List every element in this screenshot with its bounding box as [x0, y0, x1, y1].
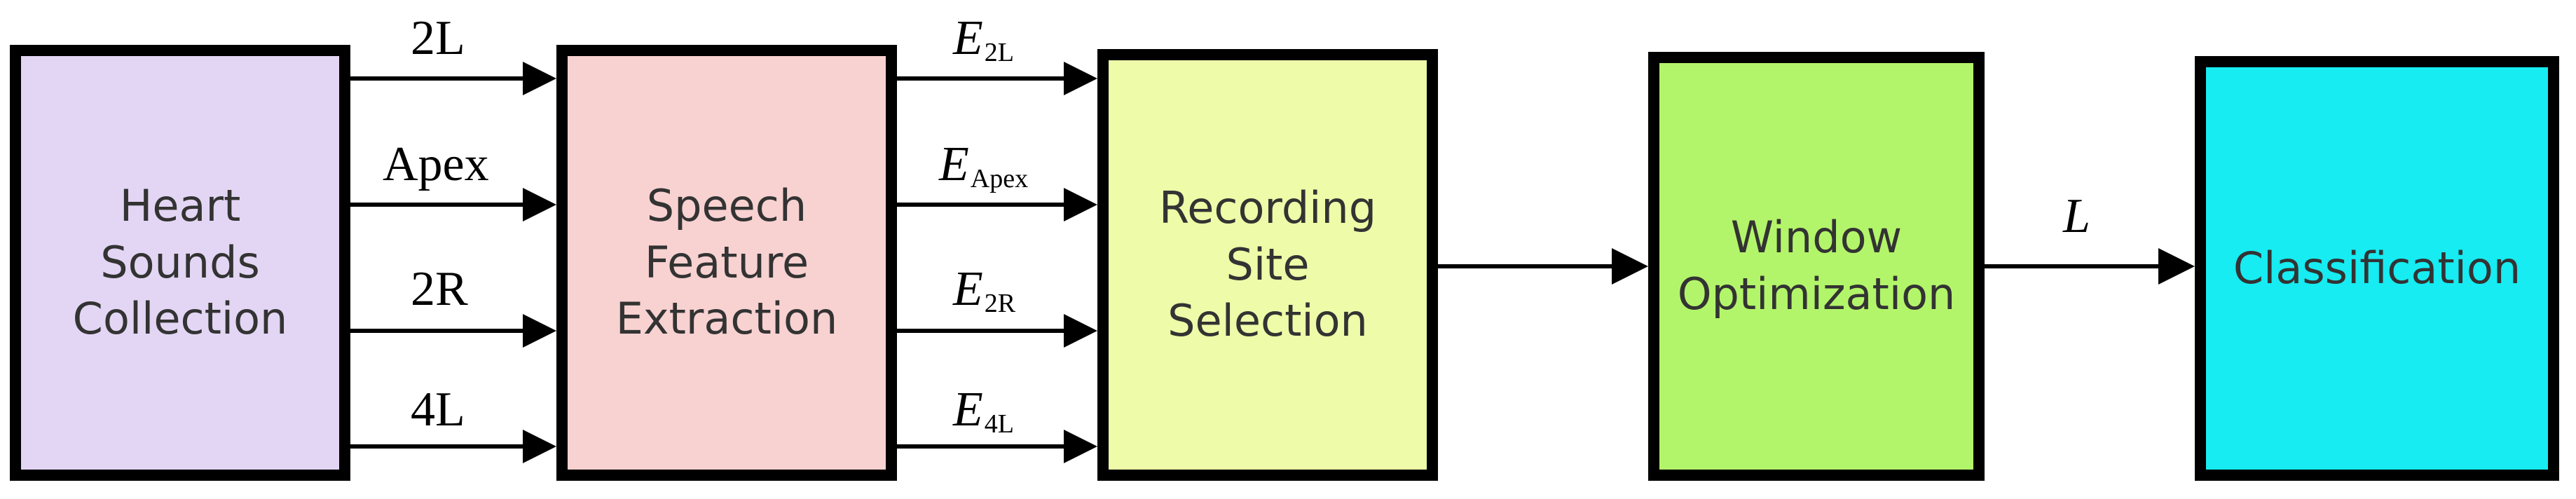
heart-sounds-collection-block: Heart Sounds Collection: [10, 45, 350, 481]
feature-label-E-2L: E2L: [953, 11, 1014, 67]
arrowhead: [1064, 62, 1097, 95]
block-label: Speech Feature Extraction: [615, 180, 838, 345]
block-label: Heart Sounds Collection: [72, 180, 288, 345]
feature-label-E-2R: E2R: [953, 262, 1016, 318]
window-length-label: L: [2063, 189, 2090, 243]
input-label-2L: 2L: [411, 11, 465, 65]
window-optimization-block: Window Optimization: [1648, 52, 1985, 481]
arrowhead: [1064, 188, 1097, 221]
recording-site-selection-block: Recording Site Selection: [1097, 49, 1438, 481]
input-label-2R: 2R: [411, 262, 468, 316]
arrowhead: [2158, 248, 2195, 285]
classification-block: Classification: [2195, 56, 2559, 481]
arrowhead: [1064, 430, 1097, 463]
input-label-apex: Apex: [383, 137, 489, 191]
feature-label-E-4L: E4L: [953, 383, 1014, 439]
speech-feature-extraction-block: Speech Feature Extraction: [556, 45, 897, 481]
feature-label-E-apex: EApex: [939, 137, 1029, 193]
arrowhead: [523, 62, 556, 95]
block-label: Classification: [2233, 242, 2521, 294]
input-label-4L: 4L: [411, 383, 465, 437]
arrowhead: [523, 314, 556, 348]
arrowhead: [1612, 248, 1648, 285]
arrowhead: [523, 188, 556, 221]
arrowhead: [1064, 314, 1097, 348]
block-label: Recording Site Selection: [1158, 182, 1377, 347]
block-label: Window Optimization: [1677, 212, 1956, 320]
arrowhead: [523, 430, 556, 463]
